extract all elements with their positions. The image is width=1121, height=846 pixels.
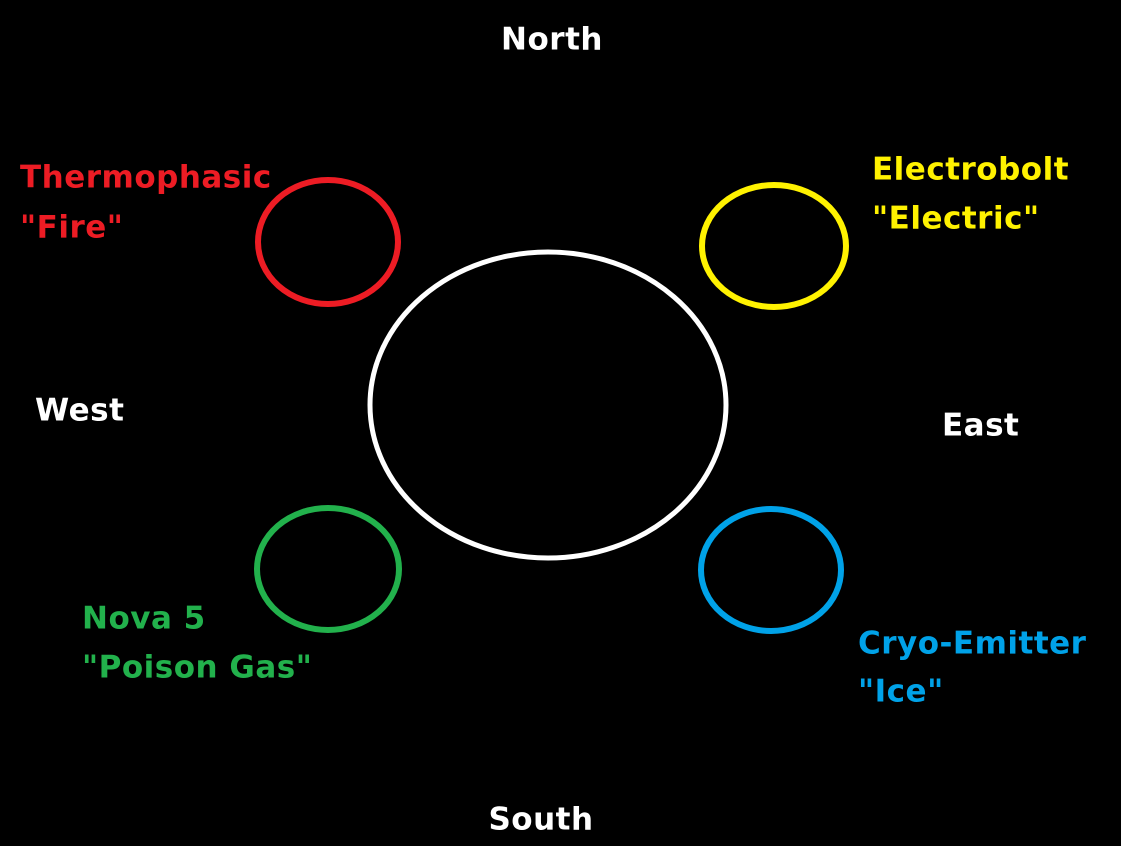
poison-emitter-name: Nova 5 xyxy=(82,600,206,637)
fire-emitter-name: Thermophasic xyxy=(20,159,272,196)
south-label: South xyxy=(488,801,594,838)
fire-emitter-circle xyxy=(255,177,401,307)
poison-emitter-type: "Poison Gas" xyxy=(82,649,313,686)
ice-emitter-circle xyxy=(698,506,844,634)
electric-emitter-type: "Electric" xyxy=(872,200,1040,237)
ice-emitter-type: "Ice" xyxy=(858,673,944,710)
west-label: West xyxy=(35,392,125,429)
fire-emitter-type: "Fire" xyxy=(20,209,124,246)
north-label: North xyxy=(501,21,603,58)
electric-emitter-name: Electrobolt xyxy=(872,151,1070,188)
poison-emitter-circle xyxy=(254,505,402,633)
electric-emitter-circle xyxy=(699,182,849,310)
east-label: East xyxy=(942,407,1020,444)
center-circle xyxy=(367,249,729,561)
ice-emitter-name: Cryo-Emitter xyxy=(858,625,1087,662)
